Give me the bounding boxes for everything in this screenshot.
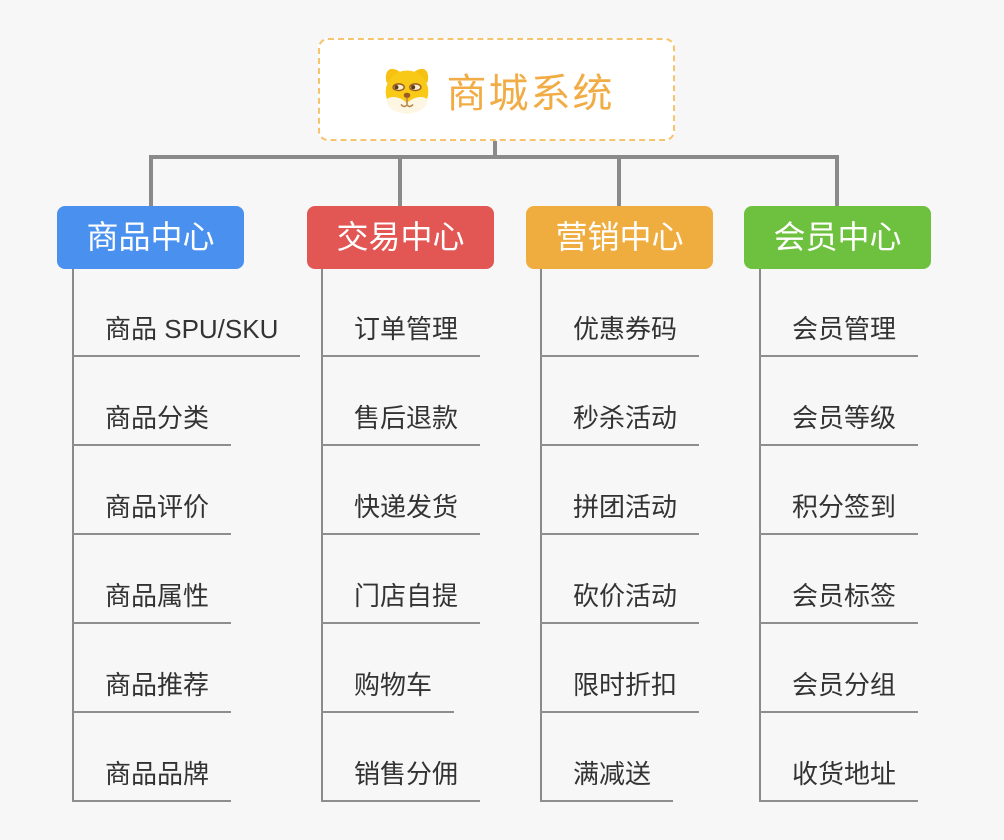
branch-node-marketing-center[interactable]: 营销中心 [526,206,713,269]
branch-column-trade-center: 订单管理 售后退款 快递发货 门店自提 购物车 销售分佣 [321,269,556,802]
leaf-node[interactable]: 商品评价 [72,489,232,535]
leaf-node[interactable]: 商品品牌 [72,756,232,802]
leaf-node[interactable]: 会员等级 [759,400,919,446]
root-node[interactable]: 商城系统 [318,38,675,141]
connector-root-trunk [493,141,497,157]
leaf-node[interactable]: 会员分组 [759,667,919,713]
leaf-node[interactable]: 商品属性 [72,578,232,624]
leaf-node[interactable]: 会员标签 [759,578,919,624]
leaf-node[interactable]: 销售分佣 [321,756,481,802]
leaf-node[interactable]: 订单管理 [321,311,481,357]
connector-bus [149,155,839,159]
connector-drop-branch-4 [835,157,839,206]
leaf-node[interactable]: 门店自提 [321,578,481,624]
doge-face-icon [385,68,428,113]
leaf-node[interactable]: 商品分类 [72,400,232,446]
leaf-node[interactable]: 收货地址 [759,756,919,802]
root-title: 商城系统 [446,71,615,116]
branch-node-product-center[interactable]: 商品中心 [57,206,244,269]
connector-drop-branch-1 [149,157,153,206]
leaf-node[interactable]: 优惠券码 [540,311,700,357]
leaf-node[interactable]: 快递发货 [321,489,481,535]
leaf-node[interactable]: 秒杀活动 [540,400,700,446]
leaf-node[interactable]: 商品推荐 [72,667,232,713]
leaf-node[interactable]: 会员管理 [759,311,919,357]
leaf-node[interactable]: 积分签到 [759,489,919,535]
branch-column-marketing-center: 优惠券码 秒杀活动 拼团活动 砍价活动 限时折扣 满减送 [540,269,775,802]
leaf-node[interactable]: 拼团活动 [540,489,700,535]
branch-column-product-center: 商品 SPU/SKU 商品分类 商品评价 商品属性 商品推荐 商品品牌 [72,269,307,802]
connector-drop-branch-3 [617,157,621,206]
branch-node-trade-center[interactable]: 交易中心 [307,206,494,269]
leaf-node[interactable]: 售后退款 [321,400,481,446]
leaf-node[interactable]: 购物车 [321,667,455,713]
branch-node-member-center[interactable]: 会员中心 [744,206,931,269]
branch-column-member-center: 会员管理 会员等级 积分签到 会员标签 会员分组 收货地址 [759,269,994,802]
leaf-node[interactable]: 限时折扣 [540,667,700,713]
leaf-node[interactable]: 商品 SPU/SKU [72,311,301,357]
leaf-node[interactable]: 满减送 [540,756,674,802]
connector-drop-branch-2 [398,157,402,206]
leaf-node[interactable]: 砍价活动 [540,578,700,624]
